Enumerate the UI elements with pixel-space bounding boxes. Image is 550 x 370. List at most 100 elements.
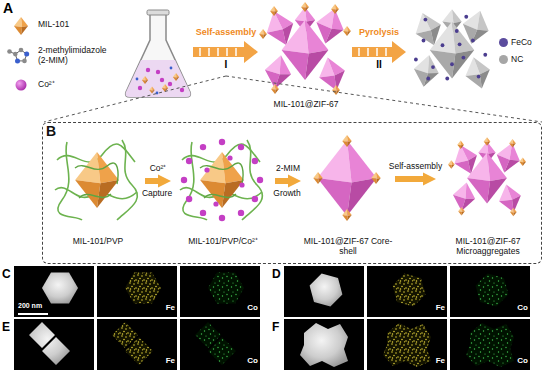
- reagent-label: Self-assembly: [388, 162, 443, 171]
- structure-name: MIL-101@ZIF-67: [256, 100, 356, 110]
- reaction-flask-part-part: [136, 78, 139, 81]
- structure-name: MIL-101@ZIF-67 Microaggregates: [438, 237, 538, 257]
- step-label: Self-assembly: [196, 28, 257, 38]
- process-arrow: [145, 178, 158, 184]
- 2mim-molecule-icon-part: [24, 52, 29, 57]
- legend-text: NC: [511, 55, 523, 64]
- microscopy-panel-part: [180, 319, 260, 370]
- reaction-flask-part-part: [146, 68, 150, 72]
- panel-letter: C: [2, 268, 11, 281]
- core-shell-picture-part: [317, 140, 376, 216]
- reaction-flask-part: [136, 67, 173, 95]
- stage-box: MIL-101/PVP/Co²⁺: [173, 139, 273, 247]
- process-arrow: [395, 176, 423, 182]
- cobalt-ion-icon-part: [16, 80, 27, 91]
- microscopy-panel-part-part: [367, 266, 447, 317]
- legend-entry: FeCo: [499, 38, 532, 47]
- carbon-aggregate: [410, 7, 494, 91]
- scale-label: 200 nm: [18, 302, 42, 310]
- stage-box: MIL-101/PVP: [53, 139, 143, 247]
- reaction-flask-part-part: [168, 82, 172, 86]
- stage-box: MIL-101@ZIF-67 Core-shell: [303, 139, 393, 257]
- core-shell-picture-part: [342, 209, 351, 221]
- microscopy-panel-part: [284, 319, 364, 370]
- element-map-label: Co: [247, 304, 258, 313]
- mil101-pvp-co-picture-part: [180, 140, 262, 220]
- process-arrow: [275, 178, 288, 184]
- microscopy-panel-part: [450, 319, 530, 370]
- reagent-label: MIL-101: [38, 20, 118, 30]
- microscopy-panel-part: [367, 266, 447, 317]
- microscopy-panel: [14, 319, 260, 370]
- element-map-label: Fe: [436, 304, 445, 313]
- element-map-label: Fe: [166, 357, 175, 366]
- microscopy-panel-part-part: [180, 266, 260, 317]
- microscopy-panel-part: [180, 266, 260, 317]
- element-map-label: Fe: [436, 357, 445, 366]
- legend-swatch: [499, 38, 508, 47]
- reaction-flask-part: [126, 60, 191, 97]
- core-shell-picture-part: [313, 172, 322, 184]
- microscopy-panel-part-part: [97, 266, 177, 317]
- panel-letter: D: [272, 268, 281, 281]
- core-shell-picture: [313, 135, 380, 221]
- microscopy-panel: [284, 266, 530, 317]
- zoom-line-part: [44, 76, 542, 122]
- reaction-flask-part-part: [156, 70, 160, 74]
- microaggregate-picture: [448, 137, 526, 216]
- mof-aggregate: [259, 2, 351, 95]
- mil101-pvp-picture-part: [75, 163, 118, 198]
- panel-letter: A: [3, 1, 13, 16]
- stage-box: MIL-101@ZIF-67 Microaggregates: [438, 139, 538, 257]
- microscopy-panel-part: [42, 272, 78, 303]
- process-arrow-part-part: [367, 48, 369, 56]
- reagent-label: Co²⁺: [149, 164, 168, 173]
- microscopy-panel-part: [14, 319, 94, 370]
- reagent-label: 2-MIM: [275, 164, 301, 173]
- 2mim-molecule-icon-part: [22, 59, 27, 64]
- process-arrow-part-part: [385, 48, 387, 56]
- core-shell-picture-part: [342, 135, 351, 147]
- microaggregate-picture-part: [448, 137, 526, 216]
- core-shell-picture-part: [371, 172, 380, 184]
- panel-letter: B: [46, 123, 541, 139]
- cobalt-ion-icon: [16, 80, 27, 91]
- microscopy-panel-part: [97, 266, 177, 317]
- microscopy-panel-part: [450, 266, 530, 317]
- process-arrow-part-part: [199, 48, 201, 56]
- microscopy-panel-part: [14, 266, 94, 317]
- microscopy-panel-part: [284, 266, 364, 317]
- microscopy-panel-part-part: [383, 323, 431, 367]
- element-map-label: Co: [517, 357, 528, 366]
- legend-text: FeCo: [511, 38, 532, 47]
- reaction-flask-part: [126, 14, 191, 97]
- 2mim-molecule-icon-part: [19, 48, 24, 53]
- 2mim-molecule-icon-part: [7, 49, 12, 54]
- microscopy-panel-part-part: [112, 322, 153, 365]
- condition-label: Growth: [273, 189, 300, 198]
- step-label: Pyrolysis: [359, 28, 399, 38]
- mil101-pvp-picture-part: [75, 152, 119, 208]
- mil101-pvp-co-picture-part: [181, 139, 263, 221]
- reaction-flask-part: [149, 87, 154, 94]
- reaction-flask-part-part: [138, 86, 142, 90]
- product-label-box: MIL-101@ZIF-67: [256, 4, 356, 110]
- microscopy-panel-part-part: [208, 272, 244, 303]
- 2mim-molecule-icon-part: [15, 58, 20, 63]
- reaction-flask: [126, 10, 191, 97]
- step-number: I: [225, 59, 228, 70]
- structure-name: MIL-101@ZIF-67 Core-shell: [303, 237, 393, 257]
- structure-name: 2-methylimidazole (2-MIM): [38, 46, 118, 66]
- structure-name: MIL-101/PVP: [53, 237, 143, 247]
- 2mim-molecule-icon-part: [13, 52, 18, 57]
- reaction-flask-part-part: [180, 88, 184, 92]
- microscopy-panel-part: [97, 319, 177, 370]
- microscopy-panel: [284, 319, 530, 370]
- process-arrow-part-part: [208, 48, 210, 56]
- microscopy-panel-part-part: [367, 319, 447, 370]
- structure-name: Co²⁺: [38, 80, 98, 90]
- reaction-flask-part-part: [160, 78, 164, 82]
- process-arrow-part: [359, 48, 386, 56]
- mil101-pvp-picture: [55, 140, 137, 220]
- microscopy-panel-part: [29, 322, 70, 365]
